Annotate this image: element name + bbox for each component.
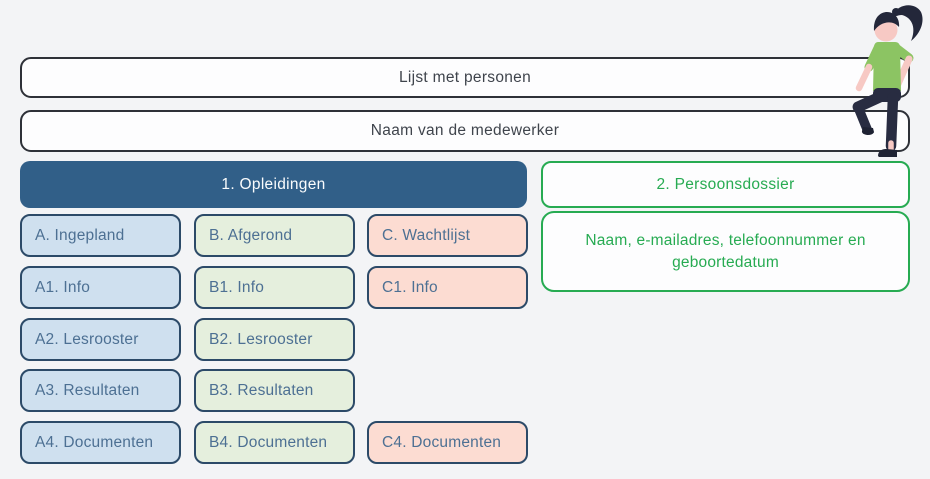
box-b1-info: B1. Info bbox=[194, 266, 355, 309]
box-c4-documenten: C4. Documenten bbox=[367, 421, 528, 464]
box-a3-resultaten: A3. Resultaten bbox=[20, 369, 181, 412]
persoonsdossier-header: 2. Persoonsdossier bbox=[541, 161, 910, 208]
persoonsdossier-details-box: Naam, e-mailadres, telefoonnummer en geb… bbox=[541, 211, 910, 292]
box-a-ingepland: A. Ingepland bbox=[20, 214, 181, 257]
box-b-afgerond: B. Afgerond bbox=[194, 214, 355, 257]
woman-leaning-illustration bbox=[852, 5, 923, 157]
box-b2-lesrooster: B2. Lesrooster bbox=[194, 318, 355, 361]
box-a4-documenten: A4. Documenten bbox=[20, 421, 181, 464]
box-c1-info: C1. Info bbox=[367, 266, 528, 309]
box-c-wachtlijst: C. Wachtlijst bbox=[367, 214, 528, 257]
box-b3-resultaten: B3. Resultaten bbox=[194, 369, 355, 412]
box-a2-lesrooster: A2. Lesrooster bbox=[20, 318, 181, 361]
naam-medewerker-box: Naam van de medewerker bbox=[20, 110, 910, 152]
lijst-met-personen-box: Lijst met personen bbox=[20, 57, 910, 98]
box-b4-documenten: B4. Documenten bbox=[194, 421, 355, 464]
opleidingen-header: 1. Opleidingen bbox=[20, 161, 527, 208]
box-a1-info: A1. Info bbox=[20, 266, 181, 309]
